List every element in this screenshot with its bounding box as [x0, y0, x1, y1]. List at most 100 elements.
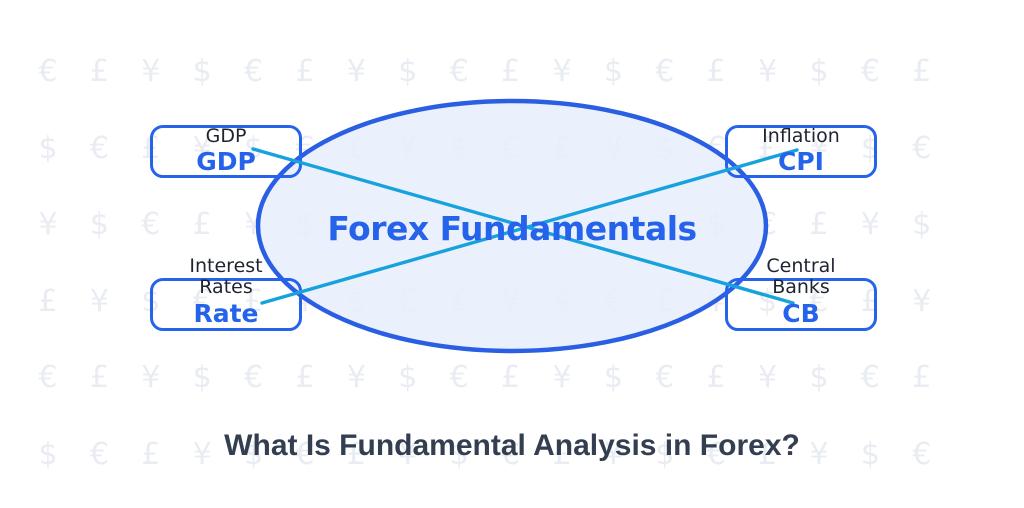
currency-symbol: £	[706, 54, 726, 89]
currency-symbol: £	[141, 437, 161, 472]
currency-symbol: ¥	[809, 437, 829, 472]
currency-symbol: €	[860, 54, 880, 89]
currency-symbol: £	[912, 360, 932, 395]
currency-symbol: €	[603, 284, 623, 319]
currency-symbol: £	[449, 284, 469, 319]
currency-symbol: ¥	[603, 437, 623, 472]
interest-rates-label-line1: Interest	[189, 255, 263, 277]
currency-symbol: ¥	[552, 54, 572, 89]
currency-symbol: €	[706, 437, 726, 472]
currency-symbol: €	[449, 54, 469, 89]
currency-symbol: €	[501, 437, 521, 472]
currency-symbol: £	[89, 360, 109, 395]
currency-symbol: £	[552, 437, 572, 472]
currency-symbol: ¥	[552, 360, 572, 395]
currency-symbol: $	[398, 360, 418, 395]
inflation-label-line1: Inflation	[762, 125, 840, 147]
currency-symbol: £	[346, 131, 366, 166]
currency-symbol: $	[89, 207, 109, 242]
currency-symbol: €	[38, 54, 58, 89]
currency-symbol: €	[809, 284, 829, 319]
currency-symbol: €	[38, 360, 58, 395]
central-banks-label-line1: Central	[766, 255, 836, 277]
currency-symbol: $	[38, 437, 58, 472]
currency-symbol: $	[38, 131, 58, 166]
currency-symbol: €	[912, 131, 932, 166]
central-banks-label: Central Banks	[725, 256, 877, 298]
currency-symbol: €	[655, 54, 675, 89]
central-banks-label-line2: Banks	[772, 276, 830, 298]
interest-rates-label-line2: Rates	[199, 276, 253, 298]
currency-symbol: ¥	[758, 360, 778, 395]
currency-symbol: ¥	[912, 284, 932, 319]
currency-symbol: $	[860, 437, 880, 472]
currency-symbol: €	[398, 284, 418, 319]
currency-symbol: €	[141, 207, 161, 242]
currency-symbol: ¥	[603, 131, 623, 166]
currency-symbol: $	[449, 437, 469, 472]
currency-symbol: £	[706, 360, 726, 395]
currency-symbol: ¥	[706, 284, 726, 319]
currency-symbol: $	[655, 131, 675, 166]
currency-symbol: €	[449, 360, 469, 395]
currency-symbol: $	[346, 284, 366, 319]
currency-symbol: €	[501, 131, 521, 166]
currency-symbol: $	[449, 131, 469, 166]
currency-symbol: ¥	[141, 360, 161, 395]
currency-symbol: €	[244, 360, 264, 395]
currency-symbol: £	[758, 437, 778, 472]
currency-symbol: ¥	[141, 54, 161, 89]
currency-symbol: $	[655, 437, 675, 472]
currency-symbol: €	[706, 131, 726, 166]
currency-symbol: ¥	[860, 207, 880, 242]
currency-symbol: ¥	[192, 437, 212, 472]
inflation-value: CPI	[778, 147, 824, 176]
inflation-label: Inflation	[725, 126, 877, 147]
currency-symbol: $	[809, 54, 829, 89]
currency-symbol: $	[603, 360, 623, 395]
center-ellipse-label: Forex Fundamentals	[327, 209, 697, 248]
currency-symbol: £	[346, 437, 366, 472]
interest-rates-label: Interest Rates	[150, 256, 302, 298]
currency-symbol: £	[38, 284, 58, 319]
currency-symbol: ¥	[758, 54, 778, 89]
currency-symbol: ¥	[398, 131, 418, 166]
currency-symbol: £	[295, 360, 315, 395]
currency-symbol: £	[295, 54, 315, 89]
currency-symbol: €	[655, 360, 675, 395]
currency-symbol: €	[860, 360, 880, 395]
currency-symbol: ¥	[398, 437, 418, 472]
currency-symbol: €	[295, 437, 315, 472]
currency-symbol: $	[809, 360, 829, 395]
gdp-value: GDP	[196, 147, 256, 176]
currency-symbol: ¥	[38, 207, 58, 242]
currency-symbol: £	[501, 360, 521, 395]
currency-symbol: ¥	[809, 131, 829, 166]
currency-symbol: £	[89, 54, 109, 89]
currency-symbol: $	[552, 284, 572, 319]
currency-symbol: €	[912, 437, 932, 472]
currency-symbol: £	[655, 284, 675, 319]
currency-symbol: £	[192, 207, 212, 242]
interest-rates-value: Rate	[193, 299, 259, 328]
currency-symbol: €	[89, 437, 109, 472]
currency-symbol: ¥	[192, 131, 212, 166]
currency-symbol: £	[552, 131, 572, 166]
currency-symbol: £	[809, 207, 829, 242]
currency-symbol: ¥	[346, 360, 366, 395]
currency-symbol: $	[244, 437, 264, 472]
central-banks-value: CB	[782, 299, 820, 328]
currency-symbol: $	[912, 207, 932, 242]
currency-symbol: ¥	[89, 284, 109, 319]
gdp-label: GDP	[150, 126, 302, 147]
page-title: What Is Fundamental Analysis in Forex?	[224, 429, 800, 462]
gdp-label-line1: GDP	[205, 125, 247, 147]
currency-symbol: €	[89, 131, 109, 166]
currency-symbol: ¥	[501, 284, 521, 319]
currency-symbol: ¥	[346, 54, 366, 89]
currency-symbol: $	[192, 360, 212, 395]
currency-symbol: €	[244, 54, 264, 89]
currency-symbol: $	[192, 54, 212, 89]
currency-symbol: $	[398, 54, 418, 89]
